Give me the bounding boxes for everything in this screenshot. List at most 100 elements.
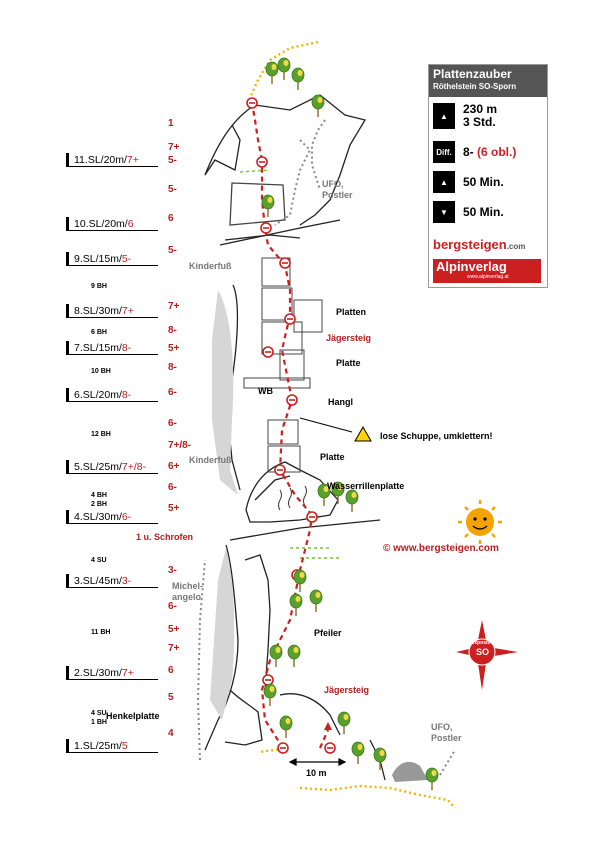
route-title: Plattenzauber xyxy=(433,67,512,81)
move-grade: 8- xyxy=(168,325,177,336)
difficulty-row: Diff. 8- (6 obl.) xyxy=(433,141,516,163)
descent-path xyxy=(274,139,312,226)
move-grade: 8- xyxy=(168,362,177,373)
pitch-grade: 6 xyxy=(127,218,134,230)
pitch-grade: 6- xyxy=(121,511,132,523)
pitch-marker xyxy=(66,739,69,752)
warning-pointer xyxy=(299,417,353,433)
pitch-grade: 7+ xyxy=(121,305,134,317)
warning-label: lose Schuppe, umklettern! xyxy=(380,431,493,441)
tree xyxy=(291,67,305,91)
hiker-down-icon: ▼ xyxy=(433,201,455,223)
michelangelo-label: Michel-angelo xyxy=(172,581,204,602)
start-arrow xyxy=(324,722,332,730)
move-grade: 1 xyxy=(168,118,174,129)
move-grade: 3- xyxy=(168,565,177,576)
platten-label: Platten xyxy=(336,307,367,317)
pitch-rule xyxy=(66,523,158,524)
pitch-name: 11.SL/20m/ xyxy=(74,154,127,166)
wasserrillenplatte-label: Wasserrillenplatte xyxy=(327,481,405,491)
tree xyxy=(351,741,365,765)
pitch-8: 8.SL/30m/7+ xyxy=(74,305,134,317)
pitch-grade: 7+/8- xyxy=(121,461,147,473)
pitch-grade: 5 xyxy=(121,740,128,752)
tree xyxy=(337,711,351,735)
pitch-marker xyxy=(66,574,69,587)
move-grade: 7+ xyxy=(168,643,180,654)
slab-plate xyxy=(267,419,299,445)
approach-path xyxy=(248,40,319,99)
bolt-count: 2 BH xyxy=(91,501,107,508)
move-grade: 6- xyxy=(168,418,177,429)
slab-plate xyxy=(279,349,305,381)
belay-station xyxy=(324,742,336,754)
ufo-label-bottom: UFO,Postler xyxy=(431,722,462,743)
pitch-marker xyxy=(66,153,69,166)
belay-station xyxy=(277,742,289,754)
rock-shade xyxy=(392,761,428,782)
route-info-box: Plattenzauber Röthelstein SO-Sporn ▲ 230… xyxy=(428,64,548,288)
pitch-marker xyxy=(66,666,69,679)
rock-shade xyxy=(212,290,238,495)
pitch-name: 1.SL/25m/ xyxy=(74,740,122,752)
tree xyxy=(279,715,293,739)
water-groove xyxy=(303,485,307,507)
tree xyxy=(345,489,359,513)
move-grade: 5+ xyxy=(168,624,180,635)
route-line xyxy=(260,160,286,266)
pitch-marker xyxy=(66,510,69,523)
scale-arrow xyxy=(288,758,347,766)
move-grade: 5- xyxy=(168,184,177,195)
pitch-rule xyxy=(66,752,158,753)
pitch-name: 8.SL/30m/ xyxy=(74,305,122,317)
move-grade: 6- xyxy=(168,482,177,493)
bergsteigen-logo: bergsteigen.com xyxy=(433,237,526,252)
hangl-label: Hangl xyxy=(328,397,354,407)
tree xyxy=(309,589,323,613)
pfeiler-label: Pfeiler xyxy=(314,628,342,638)
pitch-4: 4.SL/30m/6- xyxy=(74,511,131,523)
bolt-count: 12 BH xyxy=(91,431,111,438)
pitch-grade: 7+ xyxy=(126,154,139,166)
pitch-rule xyxy=(66,354,158,355)
tree xyxy=(269,644,283,668)
pitch-name: 10.SL/20m/ xyxy=(74,218,128,230)
difficulty-icon: Diff. xyxy=(433,141,455,163)
pitch-grade: 7+ xyxy=(121,667,134,679)
compass-label: SO xyxy=(476,647,490,657)
rock-shade xyxy=(210,548,235,720)
difficulty-value: 8- xyxy=(463,144,474,159)
pitch-9: 9.SL/15m/5- xyxy=(74,253,131,265)
belay-station xyxy=(306,511,318,523)
move-grade: 7+/8- xyxy=(168,440,192,451)
pitch-11: 11.SL/20m/7+ xyxy=(74,154,139,166)
tree xyxy=(425,767,439,791)
tree xyxy=(265,61,279,85)
pitch-marker xyxy=(66,217,69,230)
bolt-count: 4 BH xyxy=(91,492,107,499)
climber-icon: ▲ xyxy=(433,103,455,129)
pitch-name: 7.SL/15m/ xyxy=(74,342,122,354)
compass-sublabel: Exposition xyxy=(471,640,497,646)
move-grade: 6- xyxy=(168,387,177,398)
belay-station xyxy=(256,156,268,168)
belay-station xyxy=(286,394,298,406)
pitch-marker xyxy=(66,388,69,401)
alpinverlag-logo: Alpinverlag www.alpinverlag.at xyxy=(433,259,541,283)
move-grade: 6 xyxy=(168,213,174,224)
bolt-count: 4 SU xyxy=(91,557,107,564)
route-header: Plattenzauber Röthelstein SO-Sporn xyxy=(429,65,547,97)
ufo-label-top: UFO,Postler xyxy=(322,179,353,200)
pitch-rule xyxy=(66,401,158,402)
pitch-grade: 5- xyxy=(121,253,132,265)
pitch-7: 7.SL/15m/8- xyxy=(74,342,131,354)
pitch-6: 6.SL/20m/8- xyxy=(74,389,131,401)
pitch-marker xyxy=(66,304,69,317)
grass xyxy=(239,169,271,173)
jaegersteig-label: Jägersteig xyxy=(326,333,372,343)
pitch-name: 4.SL/30m/ xyxy=(74,511,122,523)
kinderfuss-label: Kinderfuß xyxy=(189,261,232,271)
route-line xyxy=(278,399,313,516)
